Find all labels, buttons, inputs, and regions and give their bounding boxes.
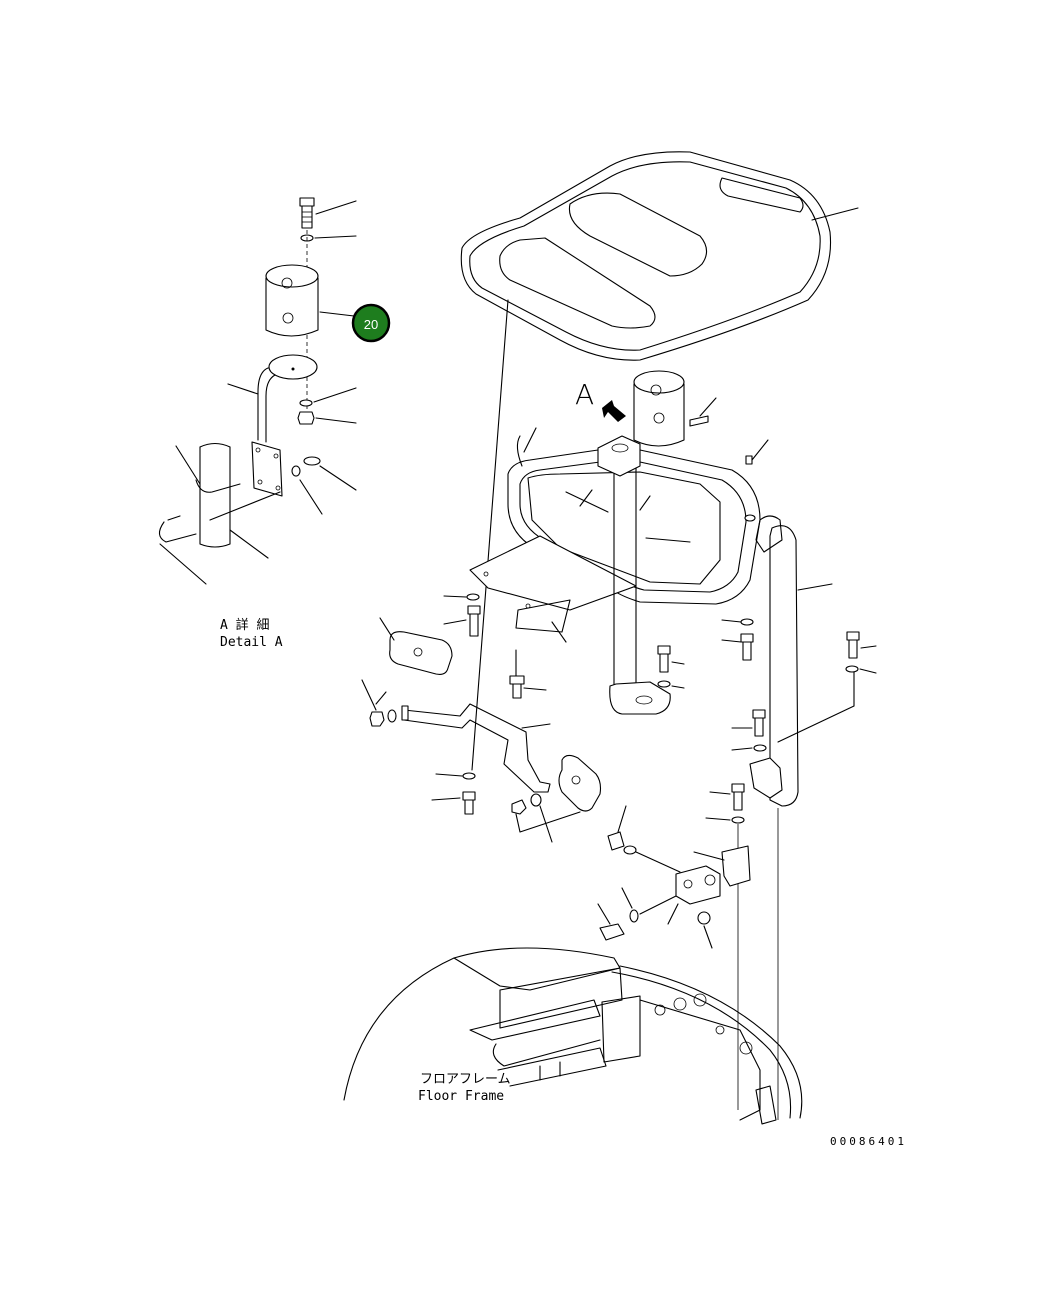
- detail-label-en: Detail A: [220, 635, 283, 650]
- callout-number: 20: [364, 317, 378, 332]
- callout-badge-20[interactable]: 20: [351, 303, 391, 343]
- detail-label-jp: A 詳 細: [220, 617, 269, 633]
- nut-icon: [297, 411, 315, 425]
- mirror-right: [558, 754, 602, 812]
- lamp-cylinder: [265, 264, 319, 337]
- guard-stay: [749, 515, 855, 1120]
- bolt-icon: [740, 633, 754, 661]
- floor-frame-label-en: Floor Frame: [418, 1089, 504, 1104]
- cab-roof: [460, 151, 859, 361]
- bolt-icon: [731, 783, 745, 811]
- bolt-icon: [846, 631, 860, 659]
- bolt-icon: [657, 645, 671, 673]
- guard-frame: [469, 427, 761, 715]
- bolt-icon: [462, 791, 476, 815]
- floor-frame-label-jp: フロアフレーム: [420, 1072, 511, 1087]
- drawing-number: 00086401: [830, 1135, 907, 1148]
- beacon-lamp: [633, 370, 685, 447]
- bolt-icon: [467, 605, 481, 637]
- floor-frame: [343, 947, 803, 1125]
- mount-plate: [251, 441, 283, 497]
- mirror-bracket: [401, 703, 551, 793]
- view-label: A: [575, 378, 594, 411]
- bolt-icon: [299, 197, 315, 229]
- base-plate: [268, 354, 318, 380]
- mirror-left: [379, 617, 453, 675]
- detail-a-group: [158, 197, 357, 585]
- bolt-icon: [752, 709, 766, 737]
- bolt-icon: [509, 675, 525, 699]
- switch-assembly: [597, 805, 751, 949]
- arrow-icon: [602, 400, 626, 422]
